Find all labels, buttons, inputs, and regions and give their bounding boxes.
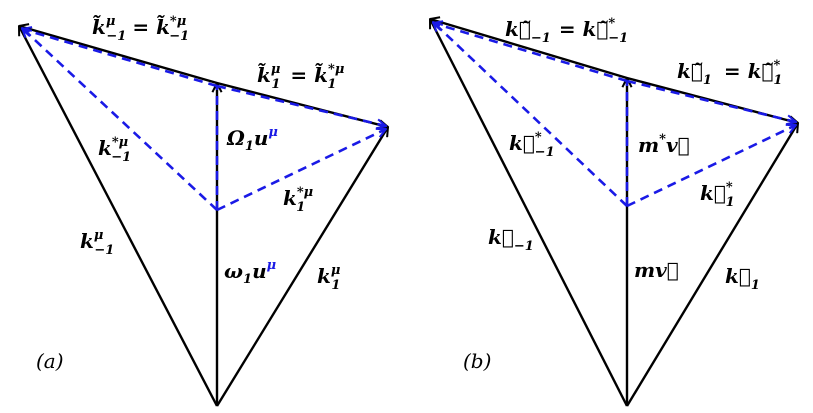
label-a-top-left: k̃μ−1= k̃*μ−1 <box>92 14 189 44</box>
label-a-omega-cap: Ω1uμ <box>226 125 278 154</box>
panel-b-tag: (b) <box>463 349 491 373</box>
label-b-dash-right: k⃗*1 <box>700 180 735 210</box>
label-b-top-left: k⃗̃−1= k⃗̃*−1 <box>505 16 628 46</box>
label-b-solid-left: k⃗−1 <box>488 225 534 254</box>
dashed-b-ktilde-minus1 <box>433 23 628 83</box>
dashed-b-kstar1 <box>626 125 796 208</box>
arrow-b-k1 <box>625 123 798 407</box>
label-a-dash-left: k*μ−1 <box>98 135 131 165</box>
label-b-mv: mv⃗ <box>634 258 679 282</box>
panel-a-tag: (a) <box>36 349 64 373</box>
arrow-a-ktilde1 <box>216 81 388 127</box>
label-b-solid-right: k⃗1 <box>725 264 760 293</box>
dashed-a-kstar1 <box>216 129 386 212</box>
dashed-a-ktilde1 <box>216 84 386 126</box>
arrow-b-ktilde1 <box>626 76 798 123</box>
arrow-a-k-minus1 <box>17 26 219 407</box>
label-b-dash-left: k⃗*−1 <box>509 130 555 160</box>
arrow-b-ktilde-minus1 <box>430 19 628 80</box>
label-a-omega: ω1uμ <box>224 258 277 287</box>
arrow-a-ktilde-minus1 <box>19 26 218 85</box>
arrow-a-k1 <box>215 127 388 407</box>
arrow-b-k-minus1 <box>428 19 629 407</box>
label-b-mstar-v: m*v⃗ <box>638 132 690 157</box>
panel-b: k⃗̃−1= k⃗̃*−1 k⃗̃1= k⃗̃*1 k⃗*−1 m*v⃗ k⃗*… <box>428 16 798 407</box>
dashed-a-ktilde-minus1 <box>22 29 218 88</box>
label-a-solid-left: kμ−1 <box>80 228 114 258</box>
label-b-top-right: k⃗̃1= k⃗̃*1 <box>677 58 782 88</box>
